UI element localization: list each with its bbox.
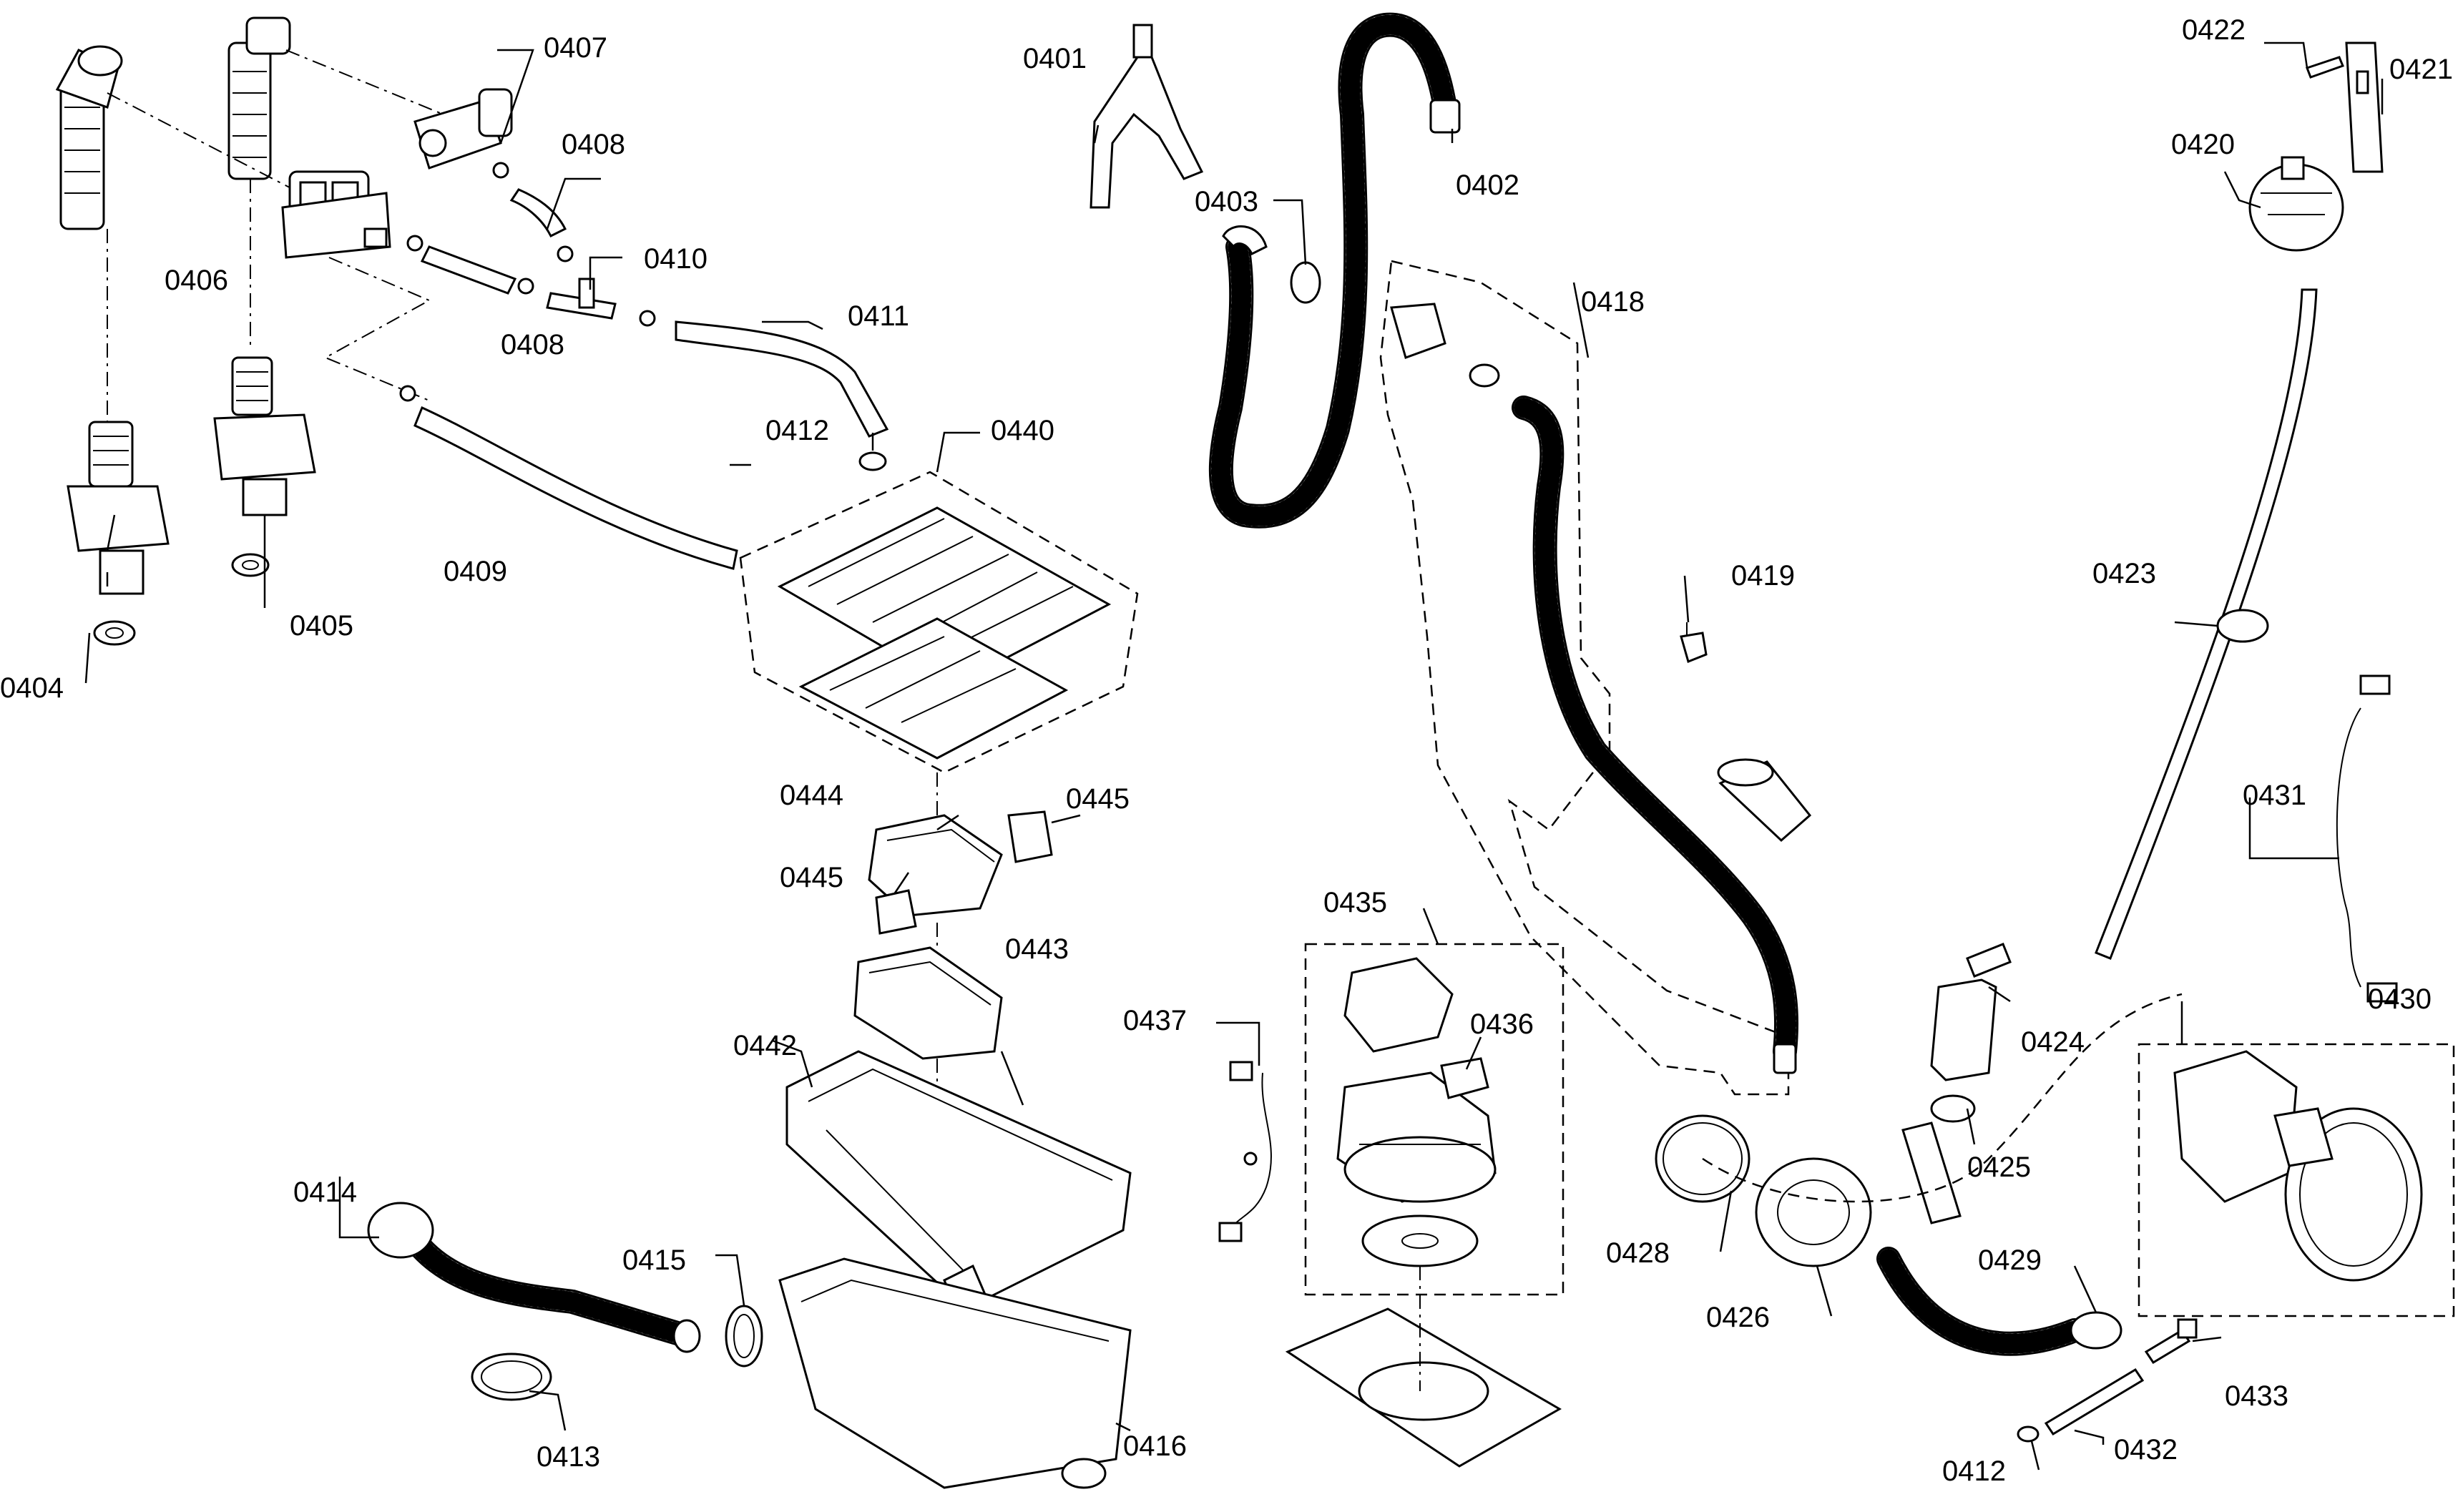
double-solenoid-valve bbox=[281, 170, 391, 259]
drain-pump-0430 bbox=[2173, 1050, 2423, 1282]
callout-0408-bottom: 0408 bbox=[501, 329, 564, 360]
dashed-box-0430 bbox=[2138, 1043, 2455, 1317]
callout-0422: 0422 bbox=[2182, 14, 2246, 46]
connector-0436 bbox=[1440, 1057, 1489, 1099]
callout-0436: 0436 bbox=[1470, 1008, 1534, 1040]
clamp-0403 bbox=[1290, 261, 1321, 304]
callout-0404: 0404 bbox=[0, 672, 64, 704]
callout-0416: 0416 bbox=[1123, 1430, 1187, 1462]
callout-0406: 0406 bbox=[165, 265, 228, 296]
bracket-0421 bbox=[2345, 41, 2384, 173]
callout-0424: 0424 bbox=[2021, 1026, 2085, 1058]
callout-0440: 0440 bbox=[991, 415, 1054, 446]
pipe-0432 bbox=[2044, 1368, 2145, 1436]
callout-0418: 0418 bbox=[1581, 286, 1645, 318]
callout-0405: 0405 bbox=[290, 610, 353, 642]
aquastop-valve-left bbox=[67, 421, 170, 595]
dashed-curve-0430 bbox=[1702, 993, 2183, 1203]
callout-0443: 0443 bbox=[1005, 933, 1069, 965]
screw-0422 bbox=[2306, 56, 2344, 79]
pipe-0426 bbox=[1755, 1121, 2087, 1356]
dashed-box-0418 bbox=[1379, 260, 1790, 1096]
hose-clamp-0413 bbox=[471, 1353, 552, 1401]
callout-0445-left: 0445 bbox=[780, 862, 843, 893]
hoses-0408 bbox=[420, 188, 567, 295]
inlet-hose-right bbox=[227, 16, 291, 180]
dashed-box-0435 bbox=[1304, 943, 1565, 1296]
callout-0415: 0415 bbox=[622, 1245, 686, 1276]
callout-0407: 0407 bbox=[544, 32, 607, 64]
callout-0402: 0402 bbox=[1456, 170, 1519, 201]
single-solenoid-valve bbox=[413, 88, 513, 170]
callout-0419: 0419 bbox=[1731, 560, 1795, 591]
damper-block-0418 bbox=[1717, 758, 1812, 843]
callout-0420: 0420 bbox=[2171, 129, 2235, 160]
screw-0433 bbox=[2144, 1318, 2198, 1365]
callout-0421: 0421 bbox=[2389, 54, 2453, 85]
leader-lines bbox=[84, 41, 2384, 1471]
dispenser-insert-0444 bbox=[868, 814, 1003, 917]
callout-0432: 0432 bbox=[2114, 1434, 2178, 1466]
callout-0409: 0409 bbox=[444, 556, 507, 587]
inlet-hose-left bbox=[55, 45, 123, 230]
washer-seal-0404 bbox=[93, 620, 136, 646]
vent-connector-0418 bbox=[1390, 303, 1500, 388]
aquastop-valve-right bbox=[213, 356, 316, 516]
callout-0444: 0444 bbox=[780, 780, 843, 811]
callout-0442: 0442 bbox=[733, 1030, 797, 1061]
wire-harness-0431 bbox=[2336, 674, 2398, 1003]
bracket-0419 bbox=[1680, 622, 1708, 664]
dispenser-housing-0440 bbox=[739, 471, 1139, 774]
clamp-0412-bottom bbox=[2017, 1425, 2040, 1443]
pressure-switch-0420 bbox=[2248, 156, 2344, 252]
bellows-hose-0414 bbox=[367, 1202, 701, 1353]
callout-0435: 0435 bbox=[1323, 887, 1387, 918]
base-plate bbox=[1285, 1266, 1562, 1468]
callout-0413: 0413 bbox=[537, 1441, 600, 1473]
t-connector-0410 bbox=[546, 278, 617, 320]
callout-0403: 0403 bbox=[1195, 186, 1258, 217]
callout-0401: 0401 bbox=[1023, 43, 1087, 74]
callout-0433: 0433 bbox=[2225, 1380, 2288, 1412]
callout-0425: 0425 bbox=[1967, 1152, 2031, 1183]
diaphragm-disc bbox=[1361, 1214, 1479, 1267]
hose-holder-0401 bbox=[1090, 24, 1204, 209]
wire-harness-0437 bbox=[1218, 1061, 1272, 1242]
washer-seal-0405 bbox=[231, 553, 270, 577]
callout-0408-top: 0408 bbox=[562, 129, 625, 160]
callout-0431: 0431 bbox=[2243, 780, 2306, 811]
callout-labels: 0407 0408 0410 0406 0408 0411 0412 0440 … bbox=[0, 14, 2453, 1487]
callout-0429: 0429 bbox=[1978, 1245, 2042, 1276]
callout-0426: 0426 bbox=[1706, 1302, 1770, 1333]
small-clamps bbox=[399, 162, 656, 402]
callout-0411: 0411 bbox=[848, 300, 909, 332]
vent-hose-0418 bbox=[1512, 396, 1799, 1074]
callout-0428: 0428 bbox=[1606, 1237, 1670, 1269]
hose-0409 bbox=[413, 406, 738, 570]
callout-0410: 0410 bbox=[644, 243, 707, 275]
drain-hose-0402 bbox=[1208, 12, 1461, 529]
callout-0412-bottom: 0412 bbox=[1942, 1455, 2006, 1487]
hose-clamp-0415 bbox=[725, 1305, 763, 1368]
dashed-connection-lines-valves bbox=[107, 49, 444, 422]
callout-0423: 0423 bbox=[2092, 558, 2156, 589]
callout-0445-right: 0445 bbox=[1066, 783, 1130, 815]
clamp-0412-top bbox=[858, 451, 887, 471]
callout-0430: 0430 bbox=[2368, 983, 2432, 1015]
callout-0414: 0414 bbox=[293, 1177, 357, 1208]
dispenser-tub-0416 bbox=[778, 1257, 1132, 1489]
siphon-cap-0445-left bbox=[875, 889, 917, 935]
callout-0437: 0437 bbox=[1123, 1005, 1187, 1036]
air-trap-0424 bbox=[1930, 943, 2012, 1081]
clamp-0425 bbox=[1930, 1094, 1976, 1123]
siphon-cap-0445-right bbox=[1007, 810, 1053, 863]
hose-0411 bbox=[675, 320, 889, 438]
softener-cup-0443 bbox=[853, 946, 1003, 1060]
pressure-tube-0423 bbox=[2095, 288, 2318, 960]
float-switch-0435 bbox=[1336, 957, 1497, 1203]
callout-0412-top: 0412 bbox=[765, 415, 829, 446]
clamp-0429 bbox=[2070, 1311, 2122, 1350]
